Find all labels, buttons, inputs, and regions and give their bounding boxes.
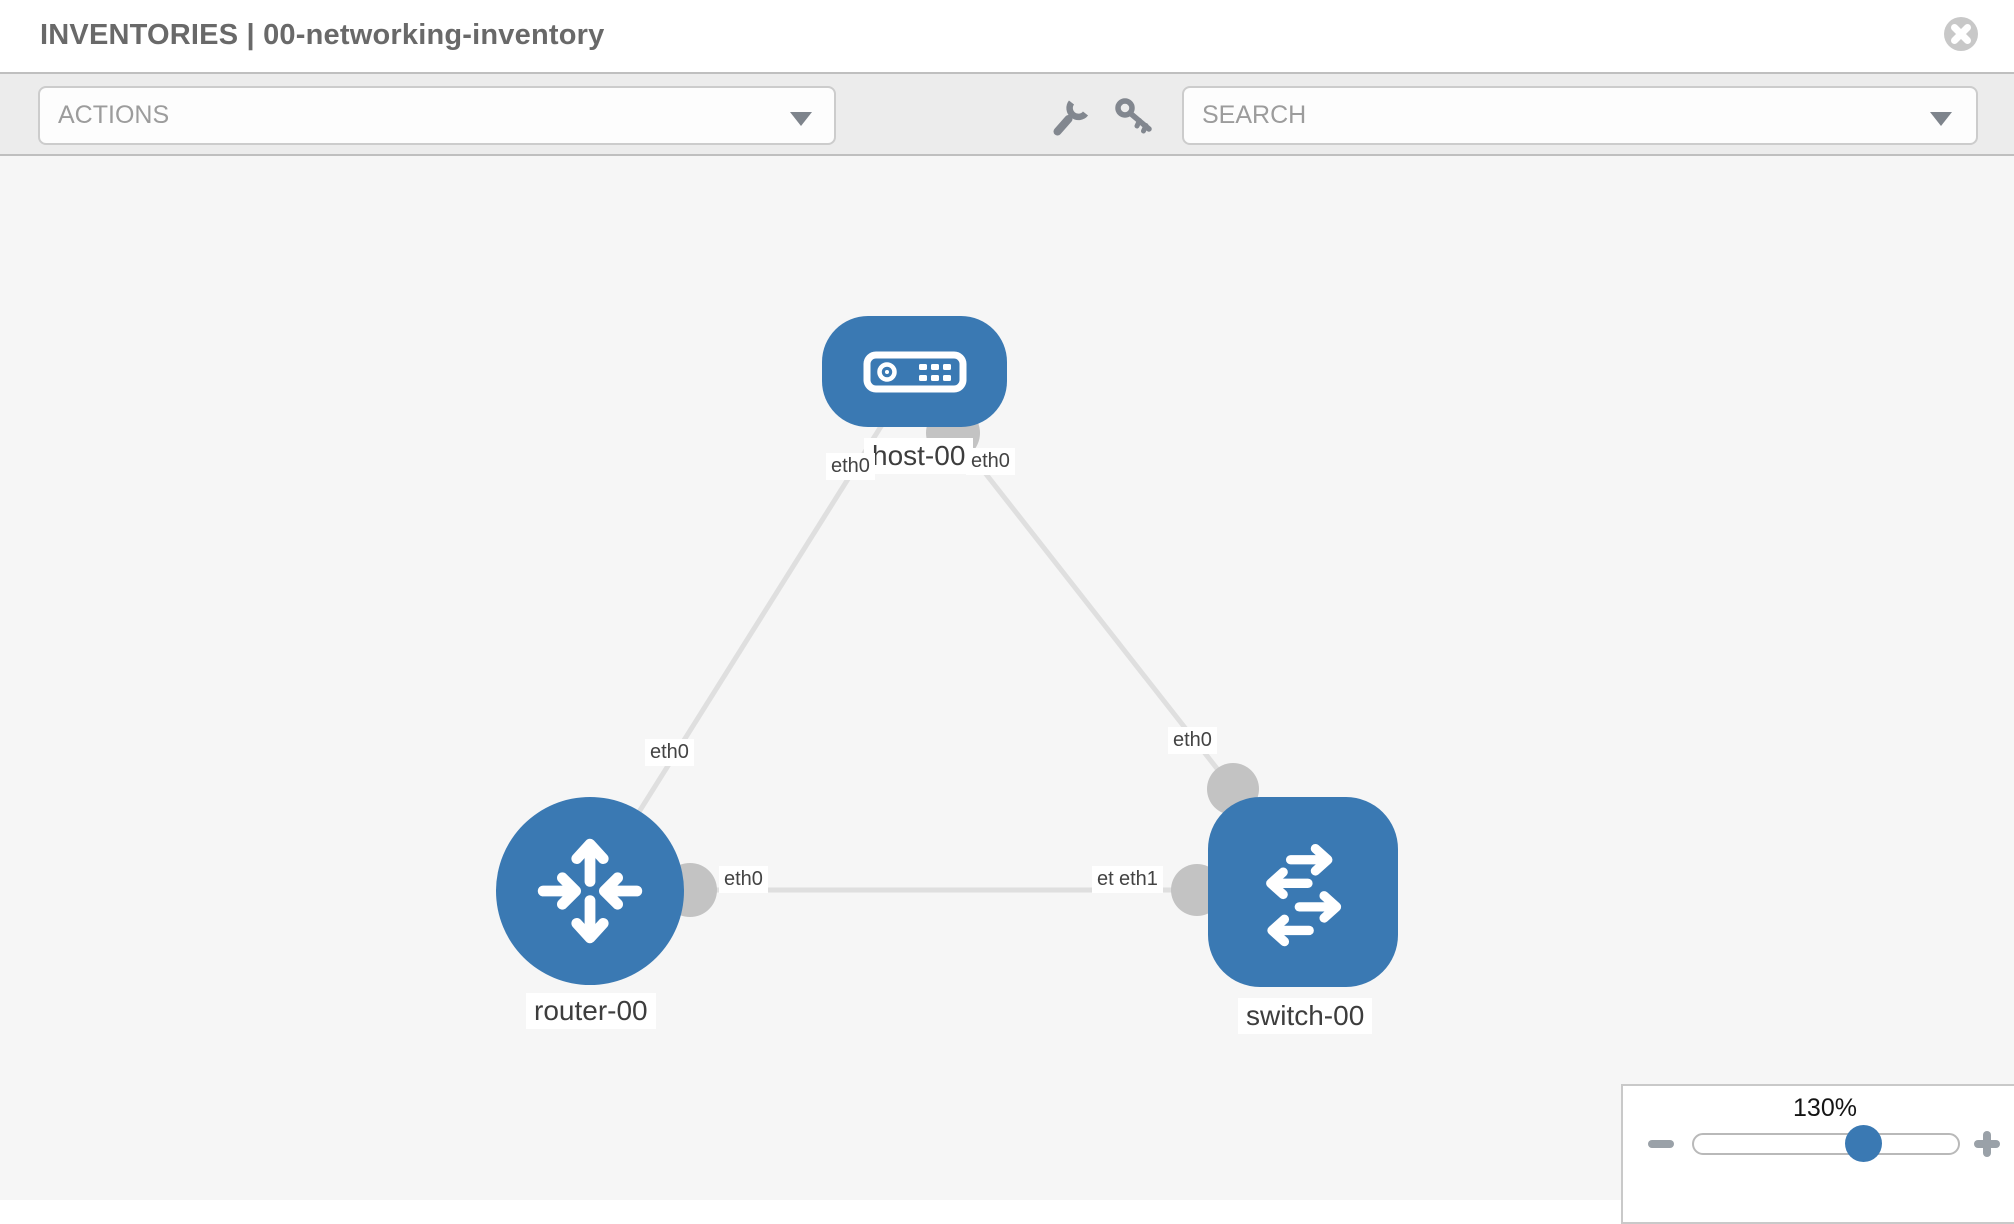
interface-label-router-right: eth0 xyxy=(719,866,768,893)
host-icon xyxy=(863,351,966,392)
node-host-00[interactable] xyxy=(822,316,1007,427)
zoom-slider-track[interactable] xyxy=(1692,1133,1960,1155)
wrench-icon xyxy=(1053,100,1089,136)
key-button[interactable] xyxy=(1112,96,1158,140)
actions-dropdown[interactable]: ACTIONS xyxy=(38,86,836,145)
node-router-00[interactable] xyxy=(496,797,684,985)
zoom-in-button[interactable] xyxy=(1972,1129,2002,1159)
zoom-level-label: 130% xyxy=(1793,1094,1857,1122)
actions-dropdown-label: ACTIONS xyxy=(58,101,170,129)
interface-label-switch-top: eth0 xyxy=(1168,727,1217,754)
node-label-router-00: router-00 xyxy=(526,993,656,1029)
node-label-host-00: host-00 xyxy=(864,438,974,474)
toolbar: ACTIONS SEARCH xyxy=(0,72,2014,156)
node-label-switch-00: switch-00 xyxy=(1238,998,1373,1034)
switch-icon xyxy=(1266,843,1342,947)
zoom-panel: 130% xyxy=(1621,1084,2014,1224)
zoom-out-button[interactable] xyxy=(1647,1138,1675,1150)
key-icon xyxy=(1115,98,1152,134)
interface-label-router-top: eth0 xyxy=(645,739,694,766)
chevron-down-icon xyxy=(1930,112,1952,126)
topology-canvas[interactable]: host-00 router-00 switch-00 eth0 eth0 et… xyxy=(0,156,2014,1200)
close-button[interactable] xyxy=(1943,16,1979,52)
minus-icon xyxy=(1648,1140,1674,1148)
interface-label-host-right: eth0 xyxy=(966,448,1015,475)
search-dropdown[interactable]: SEARCH xyxy=(1182,86,1978,145)
wrench-button[interactable] xyxy=(1050,98,1092,138)
zoom-slider-thumb[interactable] xyxy=(1845,1125,1882,1162)
chevron-down-icon xyxy=(790,112,812,126)
search-dropdown-label: SEARCH xyxy=(1202,101,1307,129)
node-switch-00[interactable] xyxy=(1208,797,1398,987)
router-icon xyxy=(537,838,643,944)
page-header: INVENTORIES | 00-networking-inventory xyxy=(0,0,2014,72)
interface-label-switch-left-eth1: eth1 xyxy=(1114,866,1163,893)
plus-icon xyxy=(1974,1131,2000,1157)
page-title: INVENTORIES | 00-networking-inventory xyxy=(40,19,605,51)
interface-label-host-left: eth0 xyxy=(826,453,875,480)
